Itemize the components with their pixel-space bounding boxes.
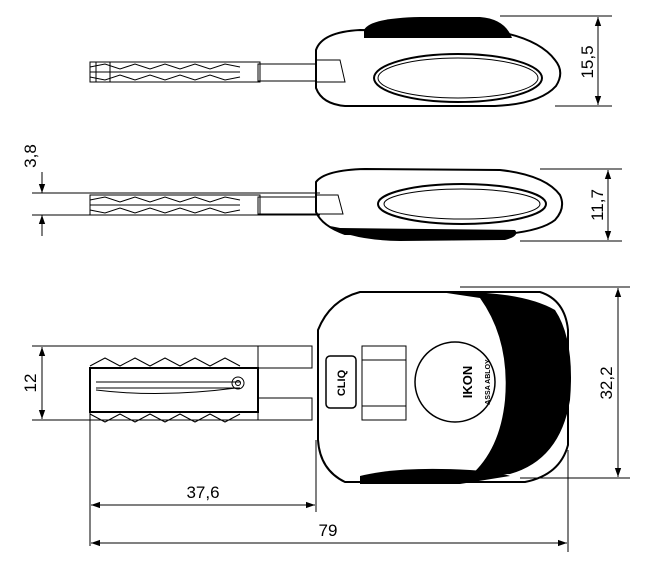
side-view-middle: 3,8 11,7 xyxy=(21,144,622,242)
side-view-top: 15,5 xyxy=(89,15,612,107)
key-blade xyxy=(89,61,317,83)
dimension-side-lower-height: 11,7 xyxy=(520,168,622,242)
dimension-label-head-height: 32,2 xyxy=(597,366,616,399)
dimension-blade-thickness: 3,8 xyxy=(21,144,320,236)
dimension-total-length: 79 xyxy=(91,450,569,552)
front-view: CLIQ IKON ASSA ABLOY 12 32,2 xyxy=(21,286,630,552)
key-head-middle xyxy=(315,167,564,241)
dimension-label-side-lower-height: 11,7 xyxy=(588,189,607,221)
dimension-blade-width: 12 xyxy=(21,345,258,421)
dimension-label-total-length: 79 xyxy=(319,521,338,540)
brand-logo: IKON ASSA ABLOY xyxy=(460,359,492,405)
dimension-label-blade-width: 12 xyxy=(21,374,40,393)
cliq-logo-text: CLIQ xyxy=(336,369,348,396)
dimension-side-height: 15,5 xyxy=(500,15,612,107)
dimension-label-side-height: 15,5 xyxy=(578,45,597,78)
key-blade-front xyxy=(89,345,313,423)
dimension-label-blade-thickness: 3,8 xyxy=(21,144,40,168)
dimension-head-height: 32,2 xyxy=(460,286,630,479)
dimension-label-blade-length: 37,6 xyxy=(186,483,219,502)
brand-sub-text: ASSA ABLOY xyxy=(485,359,492,405)
dimension-blade-length: 37,6 xyxy=(89,412,317,546)
key-head xyxy=(315,17,562,107)
key-blade-middle xyxy=(89,194,317,216)
cliq-logo-badge: CLIQ xyxy=(325,355,357,409)
key-head-front: CLIQ IKON ASSA ABLOY xyxy=(317,291,571,484)
brand-name-text: IKON xyxy=(460,366,475,399)
